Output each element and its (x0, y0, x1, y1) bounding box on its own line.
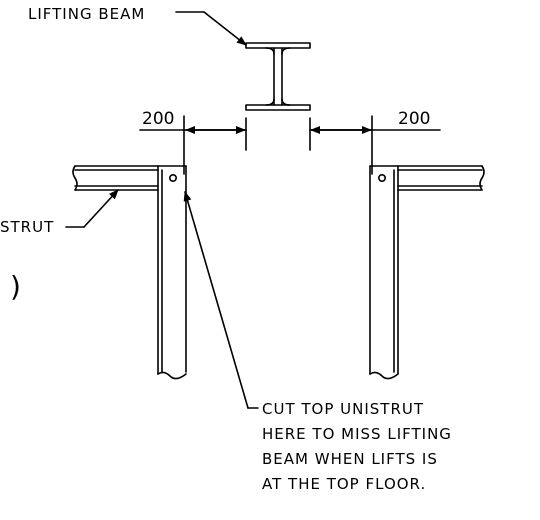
left-bolt-icon (169, 174, 178, 183)
dimension-right (309, 115, 441, 175)
note-line-1: CUT TOP UNISTRUT (262, 400, 424, 418)
note-line-4: AT THE TOP FLOOR. (262, 475, 426, 493)
dimension-left-value: 200 (142, 109, 174, 129)
unistrut-leader (65, 189, 119, 228)
right-horizontal-unistrut (397, 165, 485, 191)
lifting-beam-section (245, 42, 311, 111)
cut-top-note: CUT TOP UNISTRUT HERE TO MISS LIFTING BE… (262, 400, 452, 493)
note-line-2: HERE TO MISS LIFTING (262, 425, 452, 443)
right-bolt-icon (377, 174, 386, 183)
right-vertical-post (369, 165, 399, 380)
dimension-left (139, 115, 247, 175)
cut-note-leader (183, 191, 259, 409)
left-horizontal-unistrut (72, 165, 159, 191)
lifting-beam-leader (175, 11, 247, 46)
dimension-right-value: 200 (398, 109, 430, 129)
left-vertical-post (157, 165, 187, 380)
partial-parenthesis: ) (10, 270, 21, 303)
unistrut-label: STRUT (0, 218, 54, 236)
lifting-beam-label: LIFTING BEAM (28, 5, 145, 23)
note-line-3: BEAM WHEN LIFTS IS (262, 450, 438, 468)
